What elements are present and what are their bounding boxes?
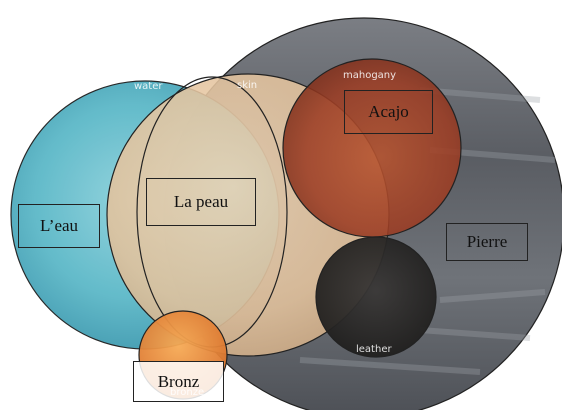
label-skin: skin <box>237 80 257 91</box>
mahogany-circle <box>282 58 462 238</box>
fr-label-leau: L’eau <box>18 204 100 248</box>
label-water: water <box>134 81 163 92</box>
fr-label-acajo: Acajo <box>344 90 433 134</box>
fr-label-bronz: Bronz <box>133 361 224 402</box>
leather-circle <box>315 236 437 358</box>
fr-label-pierre: Pierre <box>446 223 528 261</box>
label-mahogany: mahogany <box>343 70 396 81</box>
label-leather: leather <box>356 344 392 355</box>
fr-label-la-peau: La peau <box>146 178 256 226</box>
